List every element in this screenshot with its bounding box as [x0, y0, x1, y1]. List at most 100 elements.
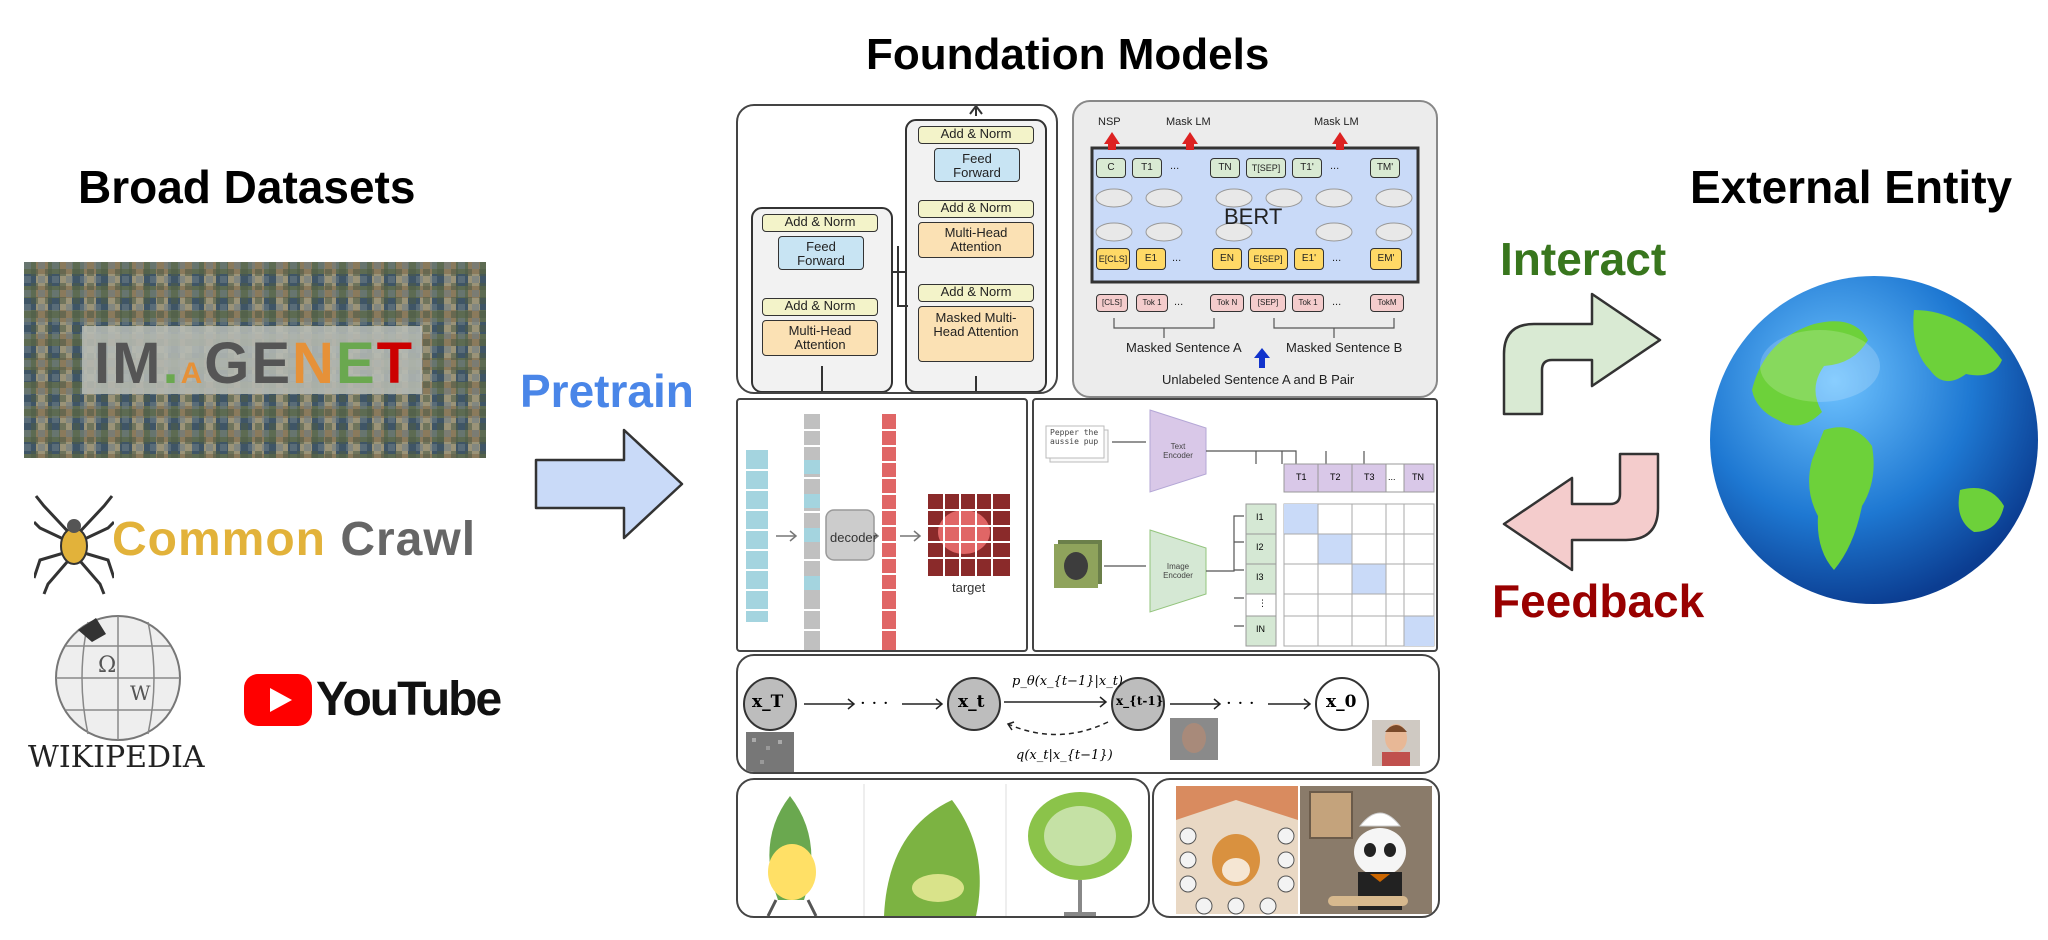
- common-word: Common: [112, 513, 326, 566]
- bert-top-token: TM': [1370, 158, 1400, 178]
- clip-panel: Pepper the aussie pup Text Encoder Image…: [1032, 398, 1438, 652]
- bert-embedding: ...: [1332, 252, 1342, 264]
- clip-text-token: T2: [1330, 472, 1341, 482]
- pretrain-arrow: [534, 428, 684, 540]
- generated-images-panel: [1152, 778, 1440, 918]
- earth-globe-icon: [1710, 276, 2038, 604]
- external-entity-heading: External Entity: [1690, 161, 2013, 213]
- wikipedia-logo: Ω W WIKIPEDIA: [26, 612, 206, 775]
- bert-embedding: EN: [1212, 248, 1242, 270]
- wikipedia-globe-icon: Ω W: [55, 615, 181, 741]
- transformer-panel: Add & Norm Feed Forward Add & Norm Multi…: [736, 104, 1058, 394]
- bert-top-token: T1: [1132, 158, 1162, 178]
- pretrain-label: Pretrain: [520, 365, 694, 417]
- clip-prompt: Pepper the aussie pup: [1050, 428, 1099, 446]
- interact-arrow: [1502, 292, 1662, 416]
- diffusion-node-x0: x_0: [1326, 692, 1357, 712]
- bert-nsp-label: NSP: [1098, 116, 1121, 128]
- decoder-add-norm-2: Add & Norm: [918, 200, 1034, 218]
- imagenet-e: E: [335, 331, 377, 396]
- mae-decoder-label: decoder: [830, 530, 877, 545]
- imagenet-t: T: [376, 331, 415, 396]
- clip-image-token: ⋮: [1258, 598, 1267, 608]
- decoder-add-norm-1: Add & Norm: [918, 126, 1034, 144]
- diffusion-node-xt: x_t: [958, 692, 985, 712]
- diffusion-panel: · · · · · · x_T x_t x_{t-1} x_0 p_θ(x_{t…: [736, 654, 1440, 774]
- diffusion-node-xT: x_T: [752, 692, 784, 712]
- bert-mask-lm-label-1: Mask LM: [1166, 116, 1211, 128]
- imagenet-ge: GE: [204, 331, 293, 396]
- youtube-label: YouTube: [316, 673, 502, 726]
- bert-input-token: Tok 1: [1136, 294, 1168, 312]
- clip-text-token: ...: [1388, 472, 1396, 482]
- bert-masked-sentence-b: Masked Sentence B: [1286, 340, 1403, 355]
- imagenet-n: N: [292, 331, 336, 396]
- bert-embedding: EM': [1370, 248, 1402, 270]
- clip-text-encoder-label: Text Encoder: [1163, 442, 1193, 460]
- bert-top-token: T[SEP]: [1246, 158, 1286, 178]
- spider-icon: [34, 495, 114, 595]
- clip-image-token: I2: [1256, 542, 1264, 552]
- clip-image-token: I3: [1256, 572, 1264, 582]
- feedback-arrow: [1502, 452, 1660, 572]
- encoder-feed-forward: Feed Forward: [778, 236, 864, 270]
- encoder-add-norm-top: Add & Norm: [762, 214, 878, 232]
- bert-input-token: ...: [1332, 296, 1342, 308]
- avocado-chairs-panel: [736, 778, 1150, 918]
- bert-input-token: [SEP]: [1250, 294, 1286, 312]
- bert-top-token: T1': [1292, 158, 1322, 178]
- common-crawl-logo: Common Crawl: [34, 488, 494, 598]
- diffusion-q-label: q(x_t|x_{t−1}): [1016, 748, 1113, 763]
- bert-embedding: E1: [1136, 248, 1166, 270]
- wikipedia-label: WIKIPEDIA: [28, 740, 205, 775]
- bert-name: BERT: [1224, 204, 1283, 229]
- svg-text:W: W: [130, 681, 151, 705]
- bert-input-token: Tok N: [1210, 294, 1244, 312]
- clip-image-token: IN: [1256, 624, 1265, 634]
- interact-label: Interact: [1500, 233, 1667, 285]
- page-title: Foundation Models: [866, 30, 1270, 79]
- imagenet-a: A: [180, 357, 205, 390]
- bert-input-token: [CLS]: [1096, 294, 1128, 312]
- bert-top-token: ...: [1330, 160, 1340, 172]
- bert-mask-lm-label-2: Mask LM: [1314, 116, 1359, 128]
- youtube-logo: YouTube: [244, 670, 502, 730]
- encoder-multi-head-attention: Multi-Head Attention: [762, 320, 878, 356]
- bert-masked-sentence-a: Masked Sentence A: [1126, 340, 1242, 355]
- bert-input-token: ...: [1174, 296, 1184, 308]
- clip-text-token: T1: [1296, 472, 1307, 482]
- diffusion-p-label: p_θ(x_{t−1}|x_t): [1012, 674, 1123, 689]
- imagenet-dot: .: [162, 331, 181, 396]
- imagenet-im: IM: [94, 331, 163, 396]
- diffusion-node-xt-minus-1: x_{t-1}: [1116, 694, 1164, 708]
- clip-image-encoder-label: Image Encoder: [1163, 562, 1193, 580]
- decoder-masked-multi-head-attention: Masked Multi-Head Attention: [918, 306, 1034, 362]
- clip-image-token: I1: [1256, 512, 1264, 522]
- bert-top-token: TN: [1210, 158, 1240, 178]
- encoder-add-norm-bottom: Add & Norm: [762, 298, 878, 316]
- decoder-multi-head-attention: Multi-Head Attention: [918, 222, 1034, 258]
- bert-embedding: ...: [1172, 252, 1182, 264]
- crawl-word: Crawl: [340, 513, 477, 566]
- imagenet-logo: IM.AGENET: [24, 262, 486, 458]
- bert-input-token: Tok 1: [1292, 294, 1324, 312]
- svg-text:· · ·: · · ·: [860, 693, 889, 714]
- mae-target-label: target: [952, 580, 986, 595]
- youtube-play-icon: [244, 674, 312, 726]
- svg-text:Ω: Ω: [98, 653, 116, 678]
- svg-text:· · ·: · · ·: [1226, 693, 1255, 714]
- bert-input-token: TokM: [1370, 294, 1404, 312]
- mae-panel: decoder target: [736, 398, 1028, 652]
- decoder-feed-forward: Feed Forward: [934, 148, 1020, 182]
- bert-panel: NSP Mask LM Mask LM BERT C T1 ... TN T[S…: [1072, 100, 1438, 398]
- bert-top-token: C: [1096, 158, 1126, 178]
- bert-sentence-pair: Unlabeled Sentence A and B Pair: [1162, 372, 1355, 387]
- bert-embedding: E1': [1294, 248, 1324, 270]
- broad-datasets-heading: Broad Datasets: [78, 161, 416, 213]
- clip-text-token: T3: [1364, 472, 1375, 482]
- bert-top-token: ...: [1170, 160, 1180, 172]
- feedback-label: Feedback: [1492, 575, 1705, 627]
- decoder-add-norm-3: Add & Norm: [918, 284, 1034, 302]
- clip-text-token: TN: [1412, 472, 1424, 482]
- bert-embedding: E[SEP]: [1248, 248, 1288, 270]
